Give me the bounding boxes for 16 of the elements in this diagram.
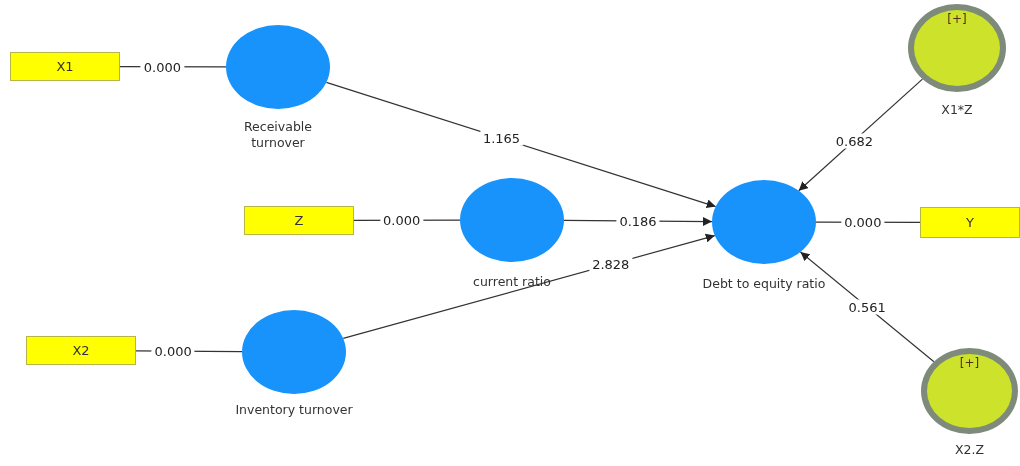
edge-label: 2.828 xyxy=(589,256,633,272)
construct-label: X1*Z xyxy=(940,102,974,119)
construct-label: Inventory turnover xyxy=(234,402,354,419)
construct-label: Receivable turnover xyxy=(243,119,313,152)
arrow xyxy=(342,233,716,339)
indicator-box: Z xyxy=(244,206,354,235)
construct-label: current ratio xyxy=(472,274,552,291)
edge-label: 1.165 xyxy=(479,130,524,146)
construct-label: Debt to equity ratio xyxy=(701,276,827,293)
expand-marker: [+] xyxy=(947,12,967,26)
indicator-box: X2 xyxy=(26,336,136,365)
indicator-box: X1 xyxy=(10,52,120,81)
construct-label: X2.Z xyxy=(953,442,986,459)
arrow xyxy=(325,81,717,209)
indicator-box: Y xyxy=(920,207,1020,238)
expand-marker: [+] xyxy=(959,356,980,370)
